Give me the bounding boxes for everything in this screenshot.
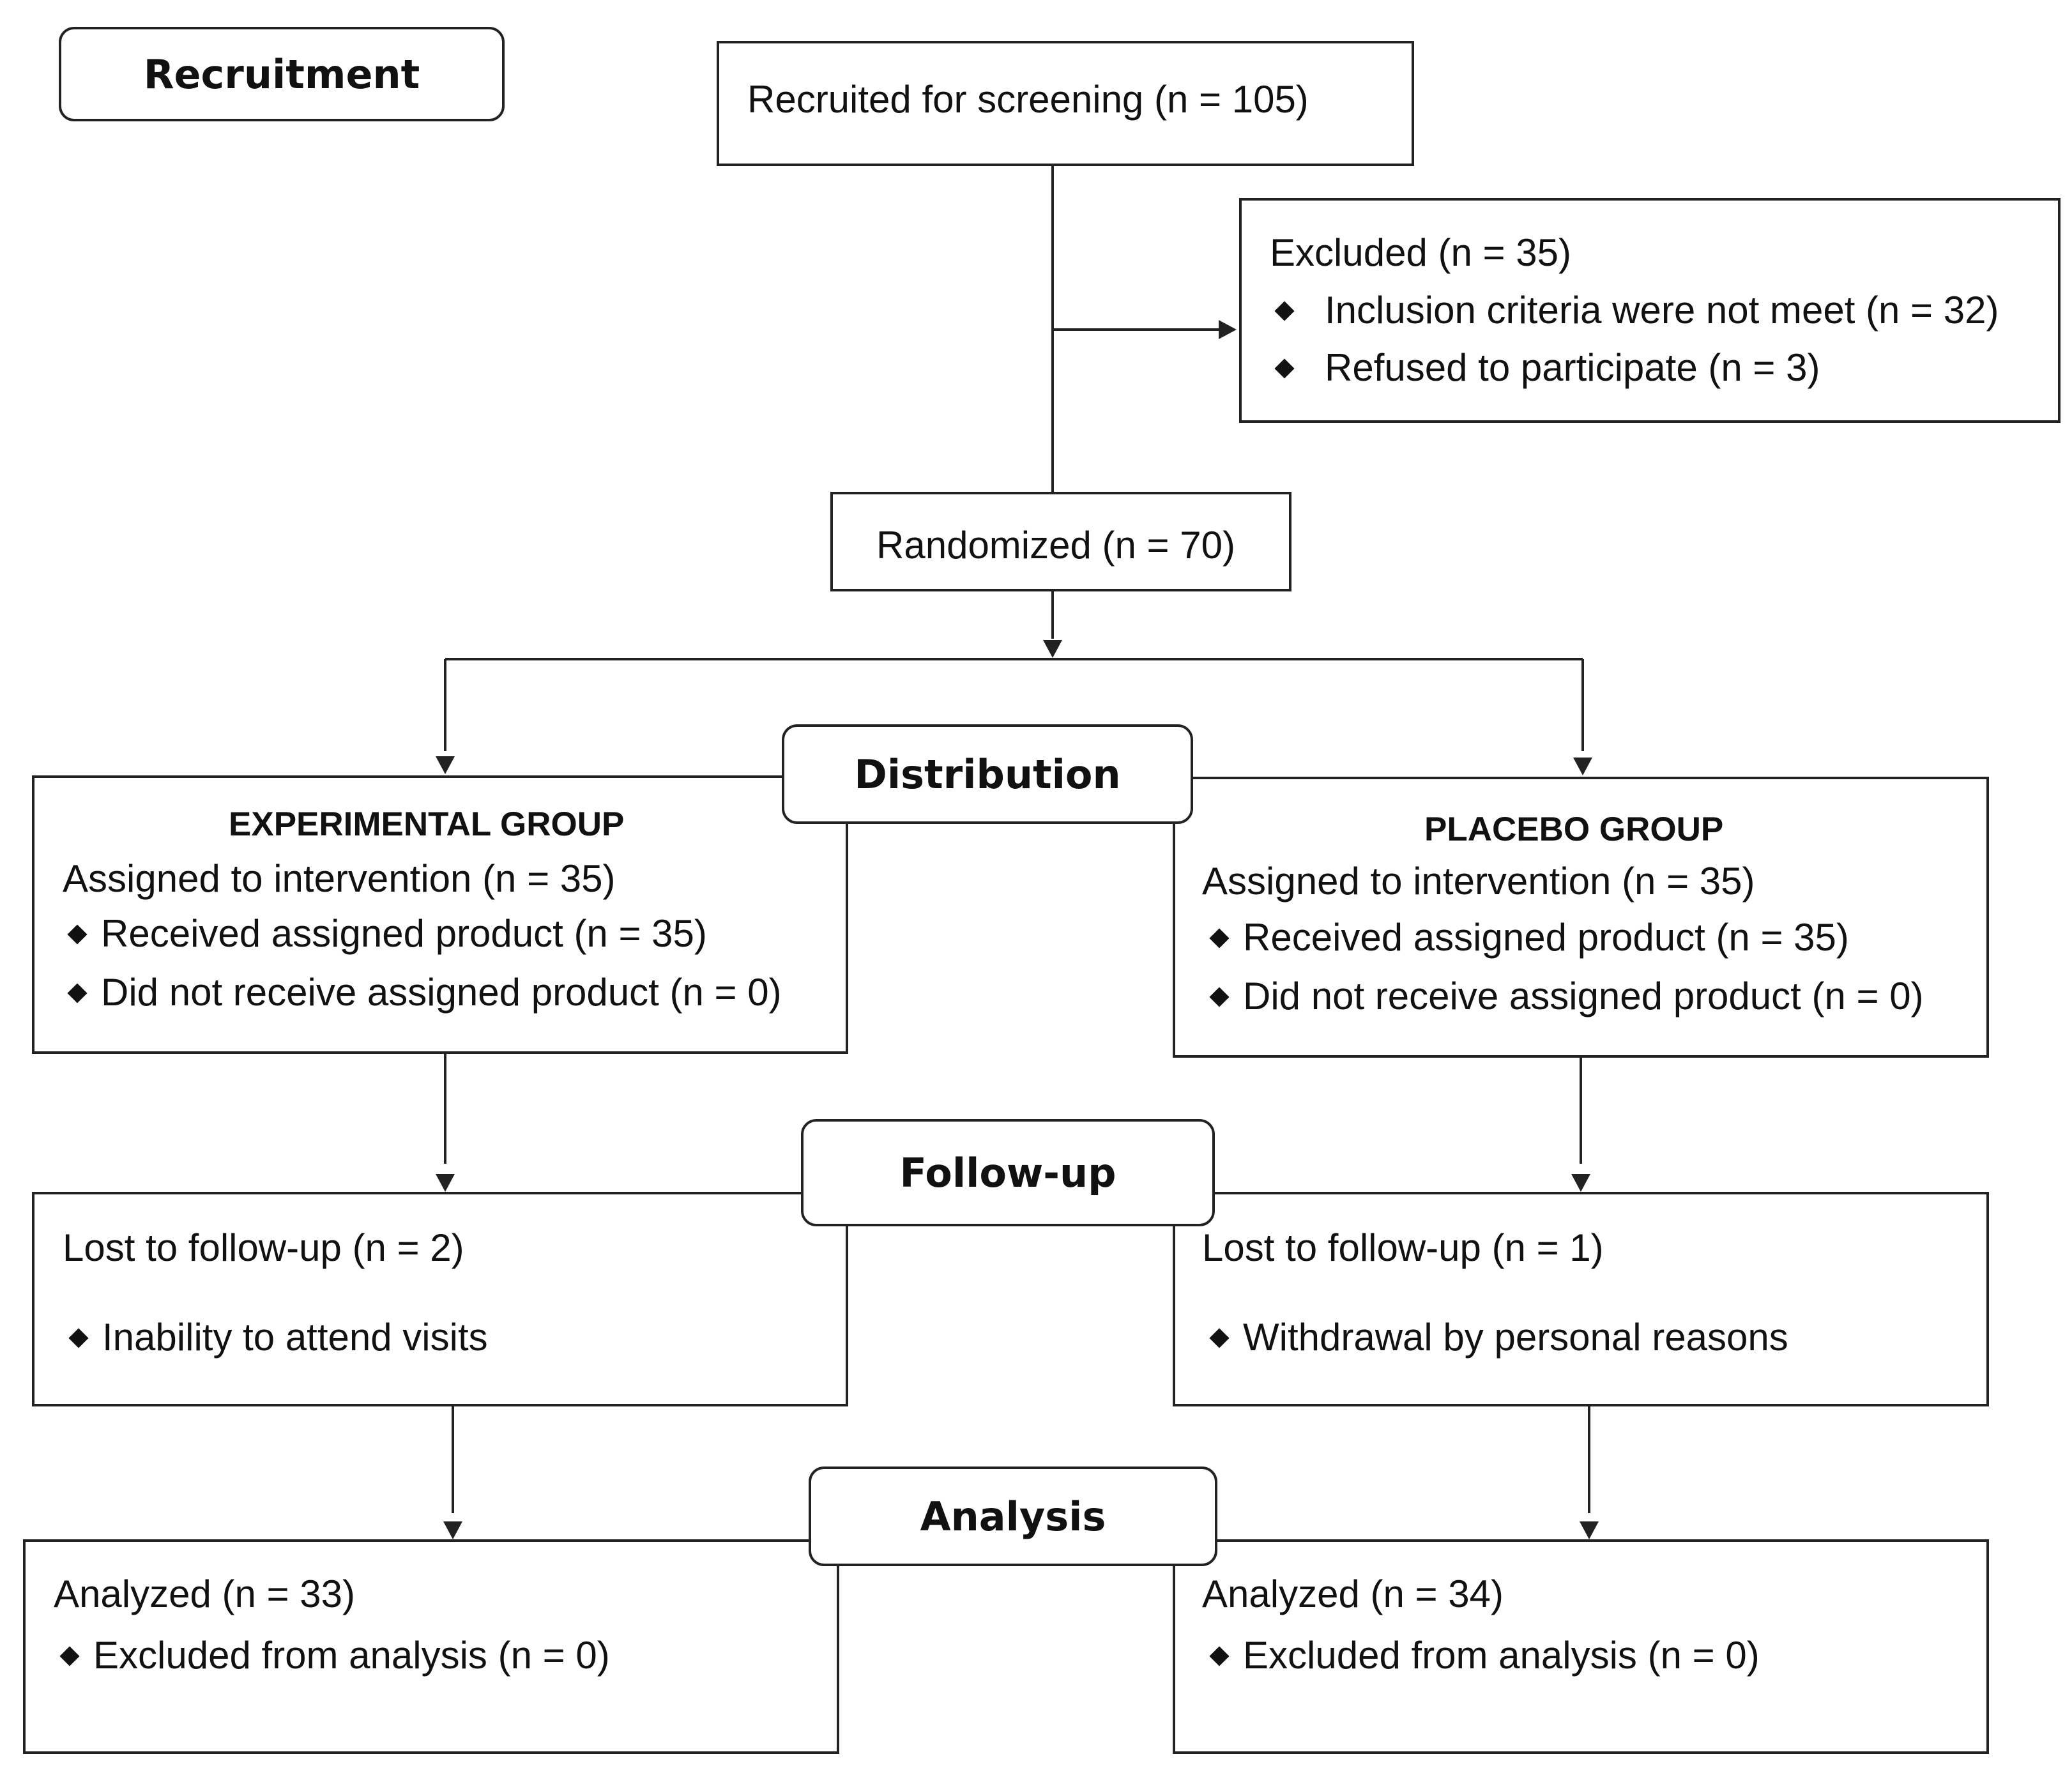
excluded-item-2: Refused to participate (n = 3)	[1274, 349, 1820, 387]
experimental-followup-box: Lost to follow-up (n = 2) Inability to a…	[32, 1192, 848, 1406]
stage-follow-up-label: Follow-up	[899, 1149, 1116, 1196]
randomized-text: Randomized (n = 70)	[876, 524, 1235, 567]
stage-distribution: Distribution	[782, 724, 1193, 824]
experimental-assigned: Assigned to intervention (n = 35)	[63, 857, 616, 900]
diamond-bullet-icon	[59, 1646, 80, 1666]
stage-recruitment: Recruitment	[59, 27, 505, 121]
experimental-received: Received assigned product (n = 35)	[67, 915, 707, 953]
diamond-bullet-icon	[1209, 1646, 1230, 1666]
arrowhead-icon	[436, 756, 455, 774]
diamond-bullet-icon	[68, 1328, 89, 1348]
excluded-title: Excluded (n = 35)	[1270, 231, 1571, 274]
experimental-allocation-box: EXPERIMENTAL GROUP Assigned to intervent…	[32, 775, 848, 1054]
arrowhead-icon	[436, 1174, 455, 1192]
diamond-bullet-icon	[1274, 301, 1295, 321]
diamond-bullet-icon	[67, 924, 88, 945]
experimental-heading: EXPERIMENTAL GROUP	[229, 805, 625, 843]
randomized-box: Randomized (n = 70)	[830, 492, 1291, 591]
experimental-excluded-analysis: Excluded from analysis (n = 0)	[59, 1636, 610, 1675]
arrowhead-icon	[1571, 1174, 1590, 1192]
arrowhead-icon	[1219, 320, 1237, 339]
placebo-analysis-box: Analyzed (n = 34) Excluded from analysis…	[1173, 1539, 1989, 1754]
placebo-assigned: Assigned to intervention (n = 35)	[1202, 860, 1755, 903]
diamond-bullet-icon	[1209, 987, 1230, 1007]
experimental-lost-reason: Inability to attend visits	[68, 1318, 488, 1357]
placebo-analyzed: Analyzed (n = 34)	[1202, 1573, 1504, 1615]
stage-follow-up: Follow-up	[801, 1119, 1215, 1226]
placebo-heading: PLACEBO GROUP	[1424, 811, 1724, 848]
placebo-received: Received assigned product (n = 35)	[1209, 918, 1849, 957]
recruited-box: Recruited for screening (n = 105)	[717, 41, 1414, 166]
diamond-bullet-icon	[67, 983, 88, 1003]
experimental-lost: Lost to follow-up (n = 2)	[63, 1226, 464, 1269]
placebo-not-received: Did not receive assigned product (n = 0)	[1209, 977, 1924, 1016]
arrowhead-icon	[1043, 640, 1062, 658]
stage-analysis: Analysis	[809, 1466, 1217, 1566]
diamond-bullet-icon	[1274, 358, 1295, 379]
experimental-analyzed: Analyzed (n = 33)	[54, 1573, 355, 1615]
stage-distribution-label: Distribution	[854, 750, 1121, 798]
experimental-not-received: Did not receive assigned product (n = 0)	[67, 973, 782, 1012]
excluded-item-1: Inclusion criteria were not meet (n = 32…	[1274, 291, 1999, 330]
placebo-followup-box: Lost to follow-up (n = 1) Withdrawal by …	[1173, 1192, 1989, 1406]
stage-recruitment-label: Recruitment	[143, 50, 420, 98]
placebo-excluded-analysis: Excluded from analysis (n = 0)	[1209, 1636, 1760, 1675]
recruited-text: Recruited for screening (n = 105)	[747, 78, 1309, 121]
placebo-lost: Lost to follow-up (n = 1)	[1202, 1226, 1604, 1269]
excluded-box: Excluded (n = 35) Inclusion criteria wer…	[1239, 198, 2061, 423]
arrowhead-icon	[1580, 1521, 1599, 1539]
placebo-lost-reason: Withdrawal by personal reasons	[1209, 1318, 1788, 1357]
diamond-bullet-icon	[1209, 1328, 1230, 1348]
experimental-analysis-box: Analyzed (n = 33) Excluded from analysis…	[23, 1539, 839, 1754]
diamond-bullet-icon	[1209, 928, 1230, 948]
arrowhead-icon	[1573, 758, 1592, 775]
placebo-allocation-box: PLACEBO GROUP Assigned to intervention (…	[1173, 777, 1989, 1058]
arrowhead-icon	[443, 1521, 462, 1539]
stage-analysis-label: Analysis	[920, 1493, 1106, 1540]
